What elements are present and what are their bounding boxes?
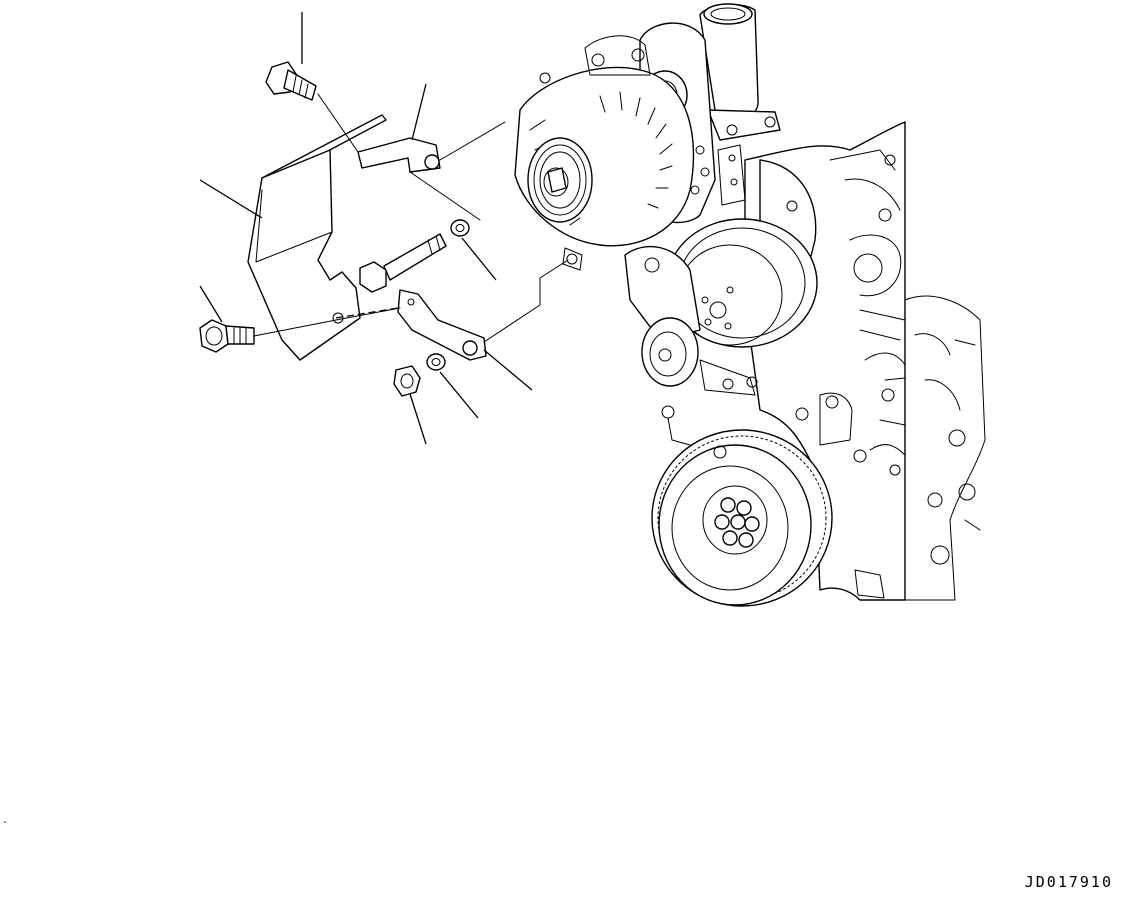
crankshaft-damper	[651, 392, 885, 607]
lower-washer	[426, 353, 446, 371]
upper-flange-bolt	[265, 61, 317, 101]
engine-block	[744, 121, 986, 601]
alternator	[514, 35, 695, 271]
assembly-lines	[253, 93, 569, 343]
cover-plate	[247, 149, 361, 361]
drawing-code-label: JD017910	[1024, 873, 1113, 891]
upper-l-bracket	[357, 137, 441, 173]
water-pump-pulley	[666, 159, 818, 348]
hex-nut	[393, 365, 421, 397]
leader-lower-bracket	[483, 349, 533, 391]
leader-l-bracket	[411, 83, 427, 141]
callout-leaders	[199, 12, 533, 445]
lower-bracket	[397, 289, 487, 361]
leader-nut	[409, 393, 427, 445]
lower-flange-bolt	[199, 319, 255, 353]
leader-washer-lower	[439, 371, 479, 419]
hex-bolt	[359, 233, 447, 293]
scan-speck	[4, 821, 6, 823]
leader-lower-bolt	[199, 285, 223, 323]
idler-pulley	[624, 245, 758, 396]
upper-washer	[450, 219, 470, 237]
leader-cover-plate	[199, 179, 263, 219]
leader-washer-upper	[461, 237, 497, 281]
